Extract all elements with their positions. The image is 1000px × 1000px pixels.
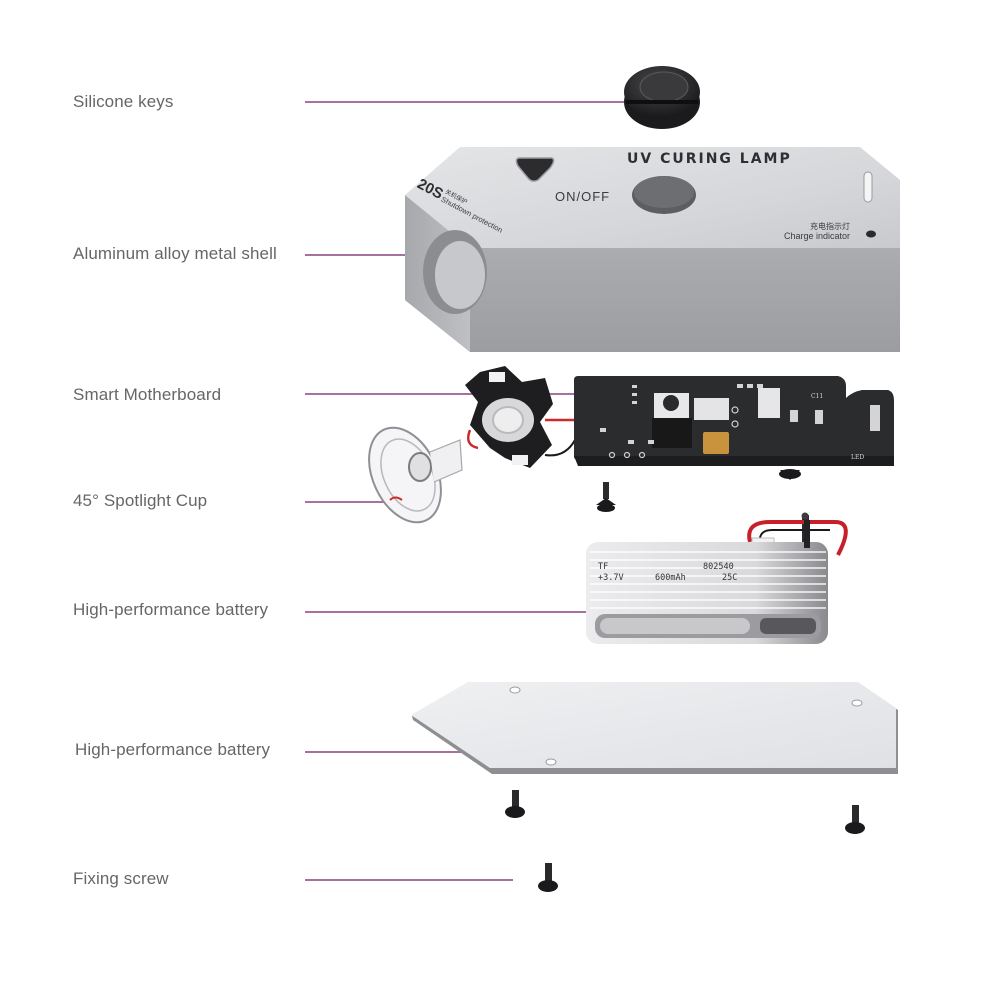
- callout-label-silicone-keys: Silicone keys: [73, 92, 174, 111]
- charge-indicator-cn: 充电指示灯: [810, 221, 850, 231]
- smart-motherboard: LED C11: [574, 376, 894, 466]
- callout-label-spotlight-cup: 45° Spotlight Cup: [73, 491, 208, 510]
- leader-line-battery: [305, 611, 595, 613]
- battery-pack: TF 802540 +3.7V 600mAh 25C: [586, 520, 848, 644]
- leader-line-metal-shell: [305, 254, 435, 256]
- leader-line-motherboard: [305, 393, 575, 395]
- leader-line-bottom-plate: [305, 751, 485, 753]
- battery-rating: 25C: [722, 573, 737, 583]
- led-star-board: [465, 366, 576, 468]
- battery-model: 802540: [703, 562, 734, 572]
- pcb-led-label: LED: [851, 454, 864, 461]
- callout-label-bottom-plate: High-performance battery: [75, 740, 271, 759]
- callout-label-motherboard: Smart Motherboard: [73, 385, 222, 404]
- battery-brand: TF: [598, 562, 608, 572]
- leader-line-spotlight-cup: [305, 501, 385, 503]
- charge-indicator-en: Charge indicator: [784, 231, 850, 241]
- pcb-cap-label: C11: [811, 393, 823, 400]
- screw-6: [538, 863, 558, 892]
- aluminum-shell: [405, 147, 900, 352]
- power-label: ON/OFF: [555, 189, 610, 204]
- callout-label-battery: High-performance battery: [73, 600, 269, 619]
- screw-5: [845, 805, 865, 834]
- leader-line-silicone-keys: [305, 101, 630, 103]
- screw-4: [505, 790, 525, 818]
- leader-line-fixing-screw: [305, 879, 513, 881]
- product-name-text: UV CURING LAMP: [627, 151, 792, 167]
- battery-voltage: +3.7V: [598, 573, 624, 583]
- silicone-key: [624, 66, 700, 129]
- screw-1: [596, 482, 616, 512]
- callout-label-fixing-screw: Fixing screw: [73, 869, 169, 888]
- screw-2: [779, 469, 801, 480]
- bottom-cover-plate: [411, 682, 898, 774]
- spotlight-cup-lens: [368, 426, 463, 524]
- callout-label-metal-shell: Aluminum alloy metal shell: [73, 244, 277, 263]
- battery-capacity: 600mAh: [655, 573, 686, 583]
